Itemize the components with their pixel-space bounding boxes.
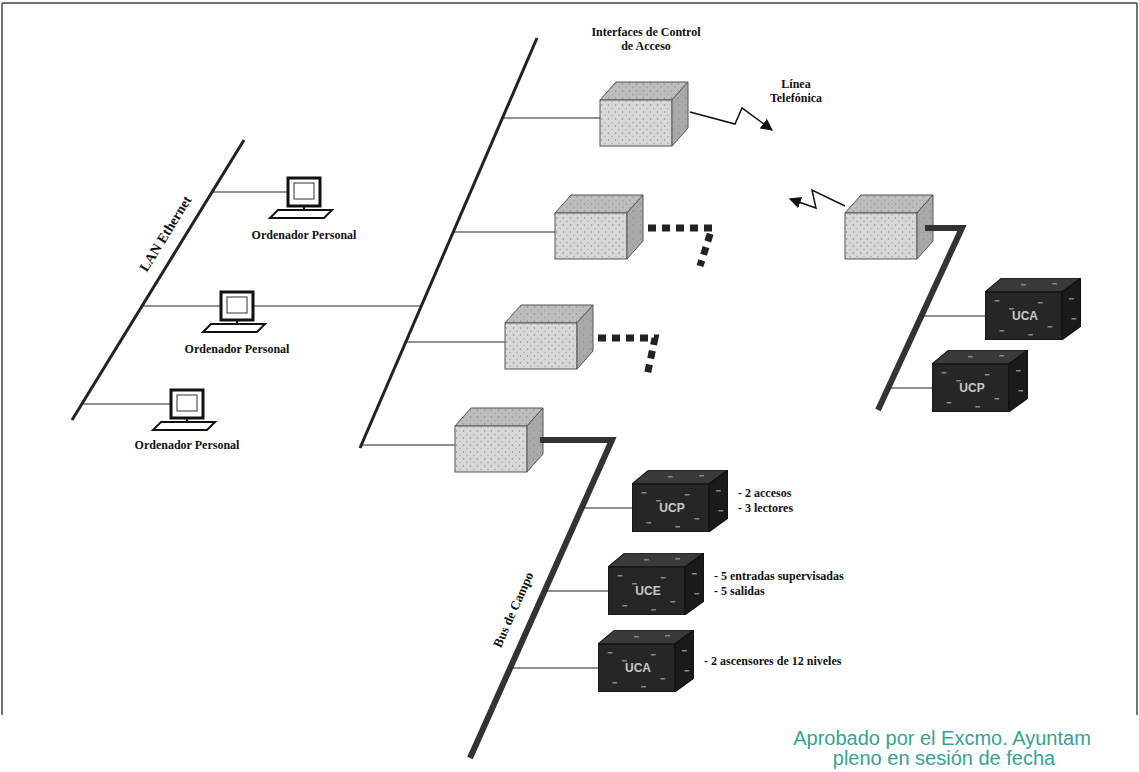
unit-box-shape: UCE [608, 553, 704, 615]
unit-code: UCP [632, 484, 712, 532]
control-unit-box: UCA - 2 ascensores de 12 niveles [598, 630, 841, 692]
group-label: Interfaces de Control de Acceso [590, 26, 702, 54]
unit-box-shape: UCP [932, 350, 1028, 412]
control-unit-box: UCE - 5 entradas supervisadas- 5 salidas [608, 553, 844, 615]
unit-box-shape: UCP [632, 470, 728, 532]
control-unit-box: UCP - 2 accesos- 3 lectores [632, 470, 793, 532]
pc-label: Ordenador Personal [252, 228, 357, 243]
control-unit-box: UCA [985, 278, 1081, 340]
approval-stamp: pleno en sesión de fecha [833, 746, 1055, 769]
unit-description: - 2 ascensores de 12 niveles [704, 654, 841, 669]
control-unit-box: UCP [932, 350, 1028, 412]
unit-description: - 2 accesos- 3 lectores [738, 486, 793, 516]
unit-feature: - 5 entradas supervisadas [714, 569, 844, 584]
unit-feature: - 3 lectores [738, 501, 793, 516]
unit-description: - 5 entradas supervisadas- 5 salidas [714, 569, 844, 599]
unit-code: UCP [932, 364, 1012, 412]
pc-label: Ordenador Personal [185, 342, 290, 357]
unit-box-shape: UCA [985, 278, 1081, 340]
personal-computer: Ordenador Personal [135, 438, 240, 453]
personal-computer: Ordenador Personal [185, 342, 290, 357]
unit-feature: - 2 ascensores de 12 niveles [704, 654, 841, 669]
bus-label: Bus de Campo [491, 570, 538, 650]
link-label: Línea Telefónica [756, 78, 836, 106]
unit-feature: - 5 salidas [714, 584, 844, 599]
unit-box-shape: UCA [598, 630, 694, 692]
unit-code: UCE [608, 567, 688, 615]
unit-code: UCA [985, 292, 1065, 340]
pc-label: Ordenador Personal [135, 438, 240, 453]
unit-feature: - 2 accesos [738, 486, 793, 501]
personal-computer: Ordenador Personal [252, 228, 357, 243]
unit-code: UCA [598, 644, 678, 692]
